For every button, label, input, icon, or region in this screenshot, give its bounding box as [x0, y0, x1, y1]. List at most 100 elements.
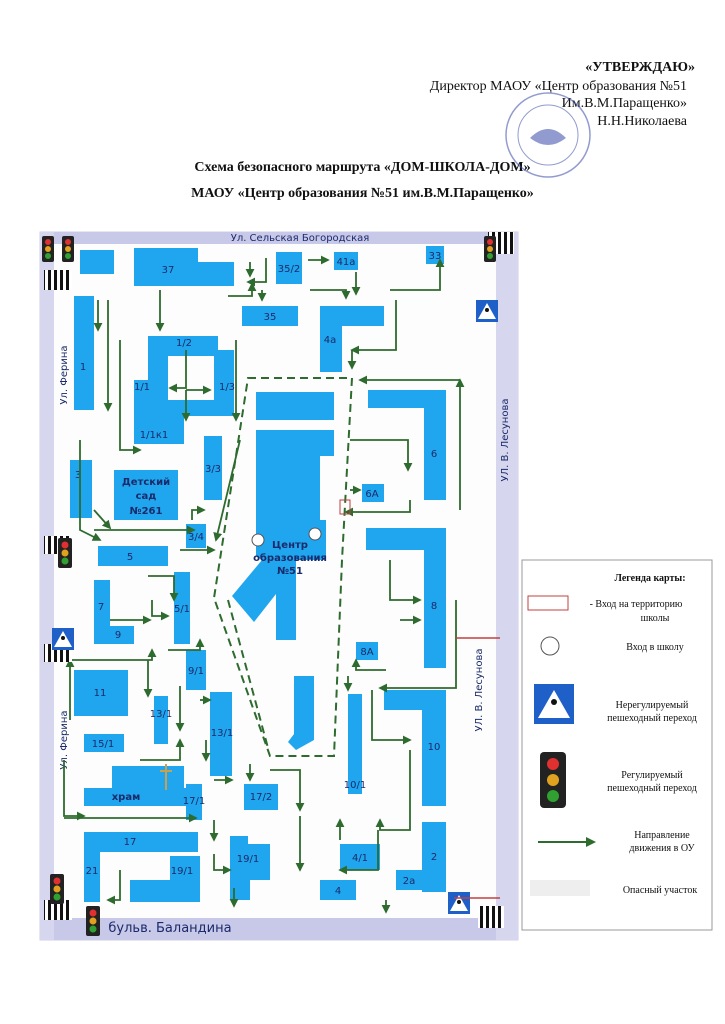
street-right-upper-label: УЛ. В. Лесунова — [500, 399, 511, 482]
stamp-icon — [505, 92, 591, 178]
school-territory-entrances — [251, 499, 351, 547]
building-19-1b — [230, 836, 270, 900]
street-right-lower-label: УЛ. В. Лесунова — [474, 649, 485, 732]
map-title-line2: МАОУ «Центр образования №51 им.В.М.Паращ… — [191, 186, 534, 201]
label-school-1: Центр — [272, 540, 308, 551]
label-4a: 4а — [324, 335, 337, 346]
pedestrian-crossing-icon — [448, 892, 470, 914]
building-9 — [108, 626, 134, 644]
legend-panel: Легенда карты: - Вход на территорию школ… — [521, 559, 713, 931]
signer-label: Н.Н.Николаева — [597, 114, 687, 129]
building-4 — [320, 880, 356, 900]
label-8a: 8А — [360, 647, 373, 658]
street-top-label: Ул. Сельская Богородская — [231, 233, 370, 244]
legend-pedestrian-crossing-icon — [534, 684, 574, 724]
building-8a — [356, 642, 378, 660]
street-left-upper-label: Ул. Ферина — [59, 345, 70, 404]
school-name-label: Им.В.М.Паращенко» — [561, 96, 687, 111]
building-school — [232, 430, 334, 640]
label-9: 9 — [115, 630, 121, 641]
label-5: 5 — [127, 552, 133, 563]
route-line — [168, 638, 205, 651]
legend-unregulated-label-2: пешеходный переход — [607, 713, 697, 724]
label-4-1: 4/1 — [352, 853, 368, 864]
street-left-lower-label: Ул. Ферина — [59, 710, 70, 769]
building-10-1 — [348, 694, 362, 794]
legend-entrance-territory-icon — [527, 595, 569, 611]
road-right — [496, 232, 518, 940]
label-kindergarten-1: Детский — [122, 477, 170, 488]
route-line — [79, 440, 102, 541]
road-left — [40, 232, 54, 940]
label-9-1: 9/1 — [188, 666, 204, 677]
label-17: 17 — [124, 837, 137, 848]
building-4a — [320, 306, 384, 372]
building-2 — [422, 822, 446, 892]
building-5 — [98, 546, 168, 566]
route-line — [270, 769, 305, 812]
label-21: 21 — [86, 866, 99, 877]
label-1-1: 1/1 — [134, 382, 150, 393]
building-13-1a — [154, 696, 168, 744]
legend-school-entrance-label: Вход в школу — [626, 642, 684, 653]
building-2a — [396, 870, 422, 890]
legend-title: Легенда карты: — [614, 573, 685, 584]
building-11 — [74, 670, 128, 716]
building-35 — [242, 306, 298, 326]
route-line — [70, 648, 157, 661]
label-2a: 2а — [403, 876, 416, 887]
label-19-1a: 19/1 — [171, 866, 193, 877]
legend-unregulated-label-1: Нерегулируемый — [616, 700, 689, 711]
legend-danger-swatch — [530, 880, 590, 896]
building-8 — [366, 528, 446, 668]
street-bottom-label: бульв. Баландина — [108, 921, 231, 936]
legend-regulated-label-2: пешеходный переход — [607, 783, 697, 794]
route-line — [151, 600, 170, 621]
route-line — [140, 738, 185, 761]
traffic-light-icon — [42, 236, 54, 262]
building-1-block — [134, 336, 234, 444]
road-bottom — [40, 918, 518, 940]
building-17-2 — [244, 784, 278, 810]
label-15-1: 15/1 — [92, 739, 114, 750]
route-line — [338, 830, 379, 875]
building-17-1 — [186, 784, 202, 820]
label-13-1b: 13/1 — [211, 728, 233, 739]
label-37: 37 — [162, 265, 175, 276]
label-church: храм — [112, 792, 141, 803]
traffic-light-icon — [86, 906, 100, 936]
traffic-light-icon — [62, 236, 74, 262]
label-13-1a: 13/1 — [150, 709, 172, 720]
legend-direction-label-2: движения в ОУ — [629, 843, 695, 854]
building-41a — [334, 252, 358, 270]
label-17-1: 17/1 — [183, 796, 205, 807]
road-top — [40, 232, 518, 244]
traffic-light-icon — [484, 236, 496, 262]
director-label: Директор МАОУ «Центр образования №51 — [429, 79, 687, 94]
legend-entrance-territory-label-2: школы — [641, 613, 670, 624]
route-line — [213, 854, 232, 875]
route-line — [93, 509, 112, 530]
building-6 — [368, 390, 446, 500]
route-line — [344, 500, 411, 517]
label-4: 4 — [335, 886, 341, 897]
label-7: 7 — [98, 602, 104, 613]
label-school-2: образования — [253, 552, 327, 564]
route-line — [371, 690, 412, 745]
label-35-2: 35/2 — [278, 264, 300, 275]
building-church — [84, 766, 196, 806]
label-2: 2 — [431, 852, 437, 863]
label-6: 6 — [431, 449, 437, 460]
school-entrance-icon — [251, 533, 265, 547]
route-line — [119, 340, 142, 455]
building-unnamed-top-left — [80, 250, 114, 274]
building-3 — [70, 460, 92, 518]
building-19-1a — [130, 856, 200, 902]
route-line — [148, 575, 179, 602]
legend-school-entrance-icon — [540, 636, 560, 656]
building-9-1 — [186, 650, 206, 690]
building-35-2 — [276, 252, 302, 284]
label-6a: 6А — [365, 489, 378, 500]
legend-entrance-territory-label: - Вход на территорию — [590, 599, 683, 610]
